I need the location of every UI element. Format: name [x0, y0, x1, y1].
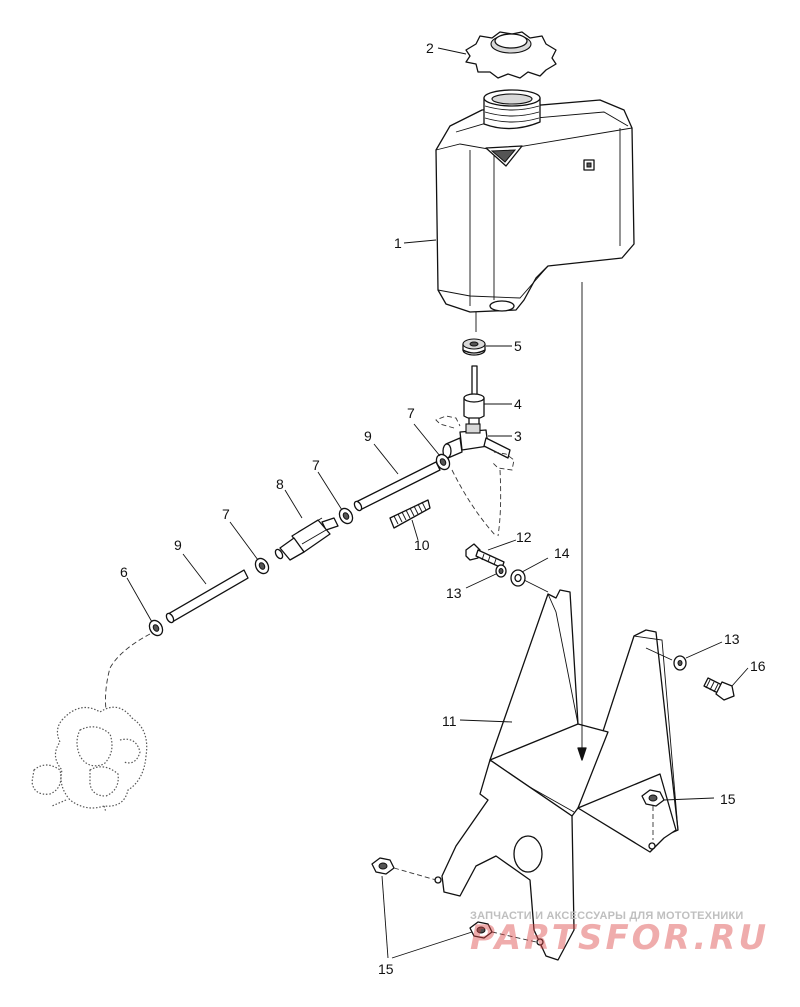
hose-clamp-mid	[338, 507, 354, 525]
tank-cap	[465, 31, 557, 79]
callout-14: 14	[554, 545, 570, 561]
callout-6: 6	[120, 564, 128, 580]
callout-7-top: 7	[407, 405, 415, 421]
watermark: ЗАПЧАСТИ И АКСЕССУАРЫ ДЛЯ МОТОТЕХНИКИ PA…	[470, 910, 790, 958]
callout-16: 16	[750, 658, 766, 674]
grommet	[462, 338, 486, 356]
watermark-caption: ЗАПЧАСТИ И АКСЕССУАРЫ ДЛЯ МОТОТЕХНИКИ	[470, 910, 744, 922]
callout-11: 11	[442, 713, 457, 729]
leader-lines	[126, 47, 749, 959]
callout-2: 2	[426, 40, 434, 56]
lock-washer-13-lower	[673, 655, 687, 671]
callout-15-right: 15	[720, 791, 736, 807]
callout-7-mid: 7	[312, 457, 320, 473]
hose-clamp-lower	[254, 557, 270, 575]
bolt-16	[703, 677, 735, 701]
callout-5: 5	[514, 338, 522, 354]
callout-9-lower: 9	[174, 537, 182, 553]
fuel-hose-upper	[353, 461, 441, 512]
callout-12: 12	[516, 529, 532, 545]
callout-labels: 2 1 5 4 3 7 9 7 8 7 9 6 10 12 14 13 11 1…	[120, 40, 766, 977]
callout-8: 8	[276, 476, 284, 492]
hose-route-line	[105, 633, 151, 711]
callout-10: 10	[414, 537, 430, 553]
valve-ghost-outline	[435, 415, 515, 537]
hose-clamp-carburetor	[148, 619, 164, 637]
callout-15-bottom: 15	[378, 961, 394, 977]
carburetor-ghost	[31, 706, 148, 813]
lock-washer-13-upper	[495, 564, 507, 578]
nut-15-bottom	[469, 921, 493, 939]
callout-13-upper: 13	[446, 585, 462, 601]
fuel-strainer	[463, 365, 485, 427]
callout-4: 4	[514, 396, 522, 412]
callout-13-lower: 13	[724, 631, 740, 647]
callout-7-lower: 7	[222, 506, 230, 522]
bolt-12	[465, 543, 505, 569]
spring	[389, 499, 431, 529]
callout-1: 1	[394, 235, 402, 251]
fuel-tank	[435, 89, 635, 332]
callout-9-top: 9	[364, 428, 372, 444]
tank-bracket	[434, 589, 679, 961]
nut-15-left	[371, 857, 395, 875]
watermark-logo: PARTSFOR.RU	[470, 918, 770, 958]
callout-3: 3	[514, 428, 522, 444]
washer-14	[510, 569, 526, 587]
fuel-valve	[442, 423, 511, 459]
tank-alignment-arrow	[577, 747, 587, 761]
fuel-filter	[274, 517, 339, 561]
fuel-hose-lower	[165, 569, 249, 624]
